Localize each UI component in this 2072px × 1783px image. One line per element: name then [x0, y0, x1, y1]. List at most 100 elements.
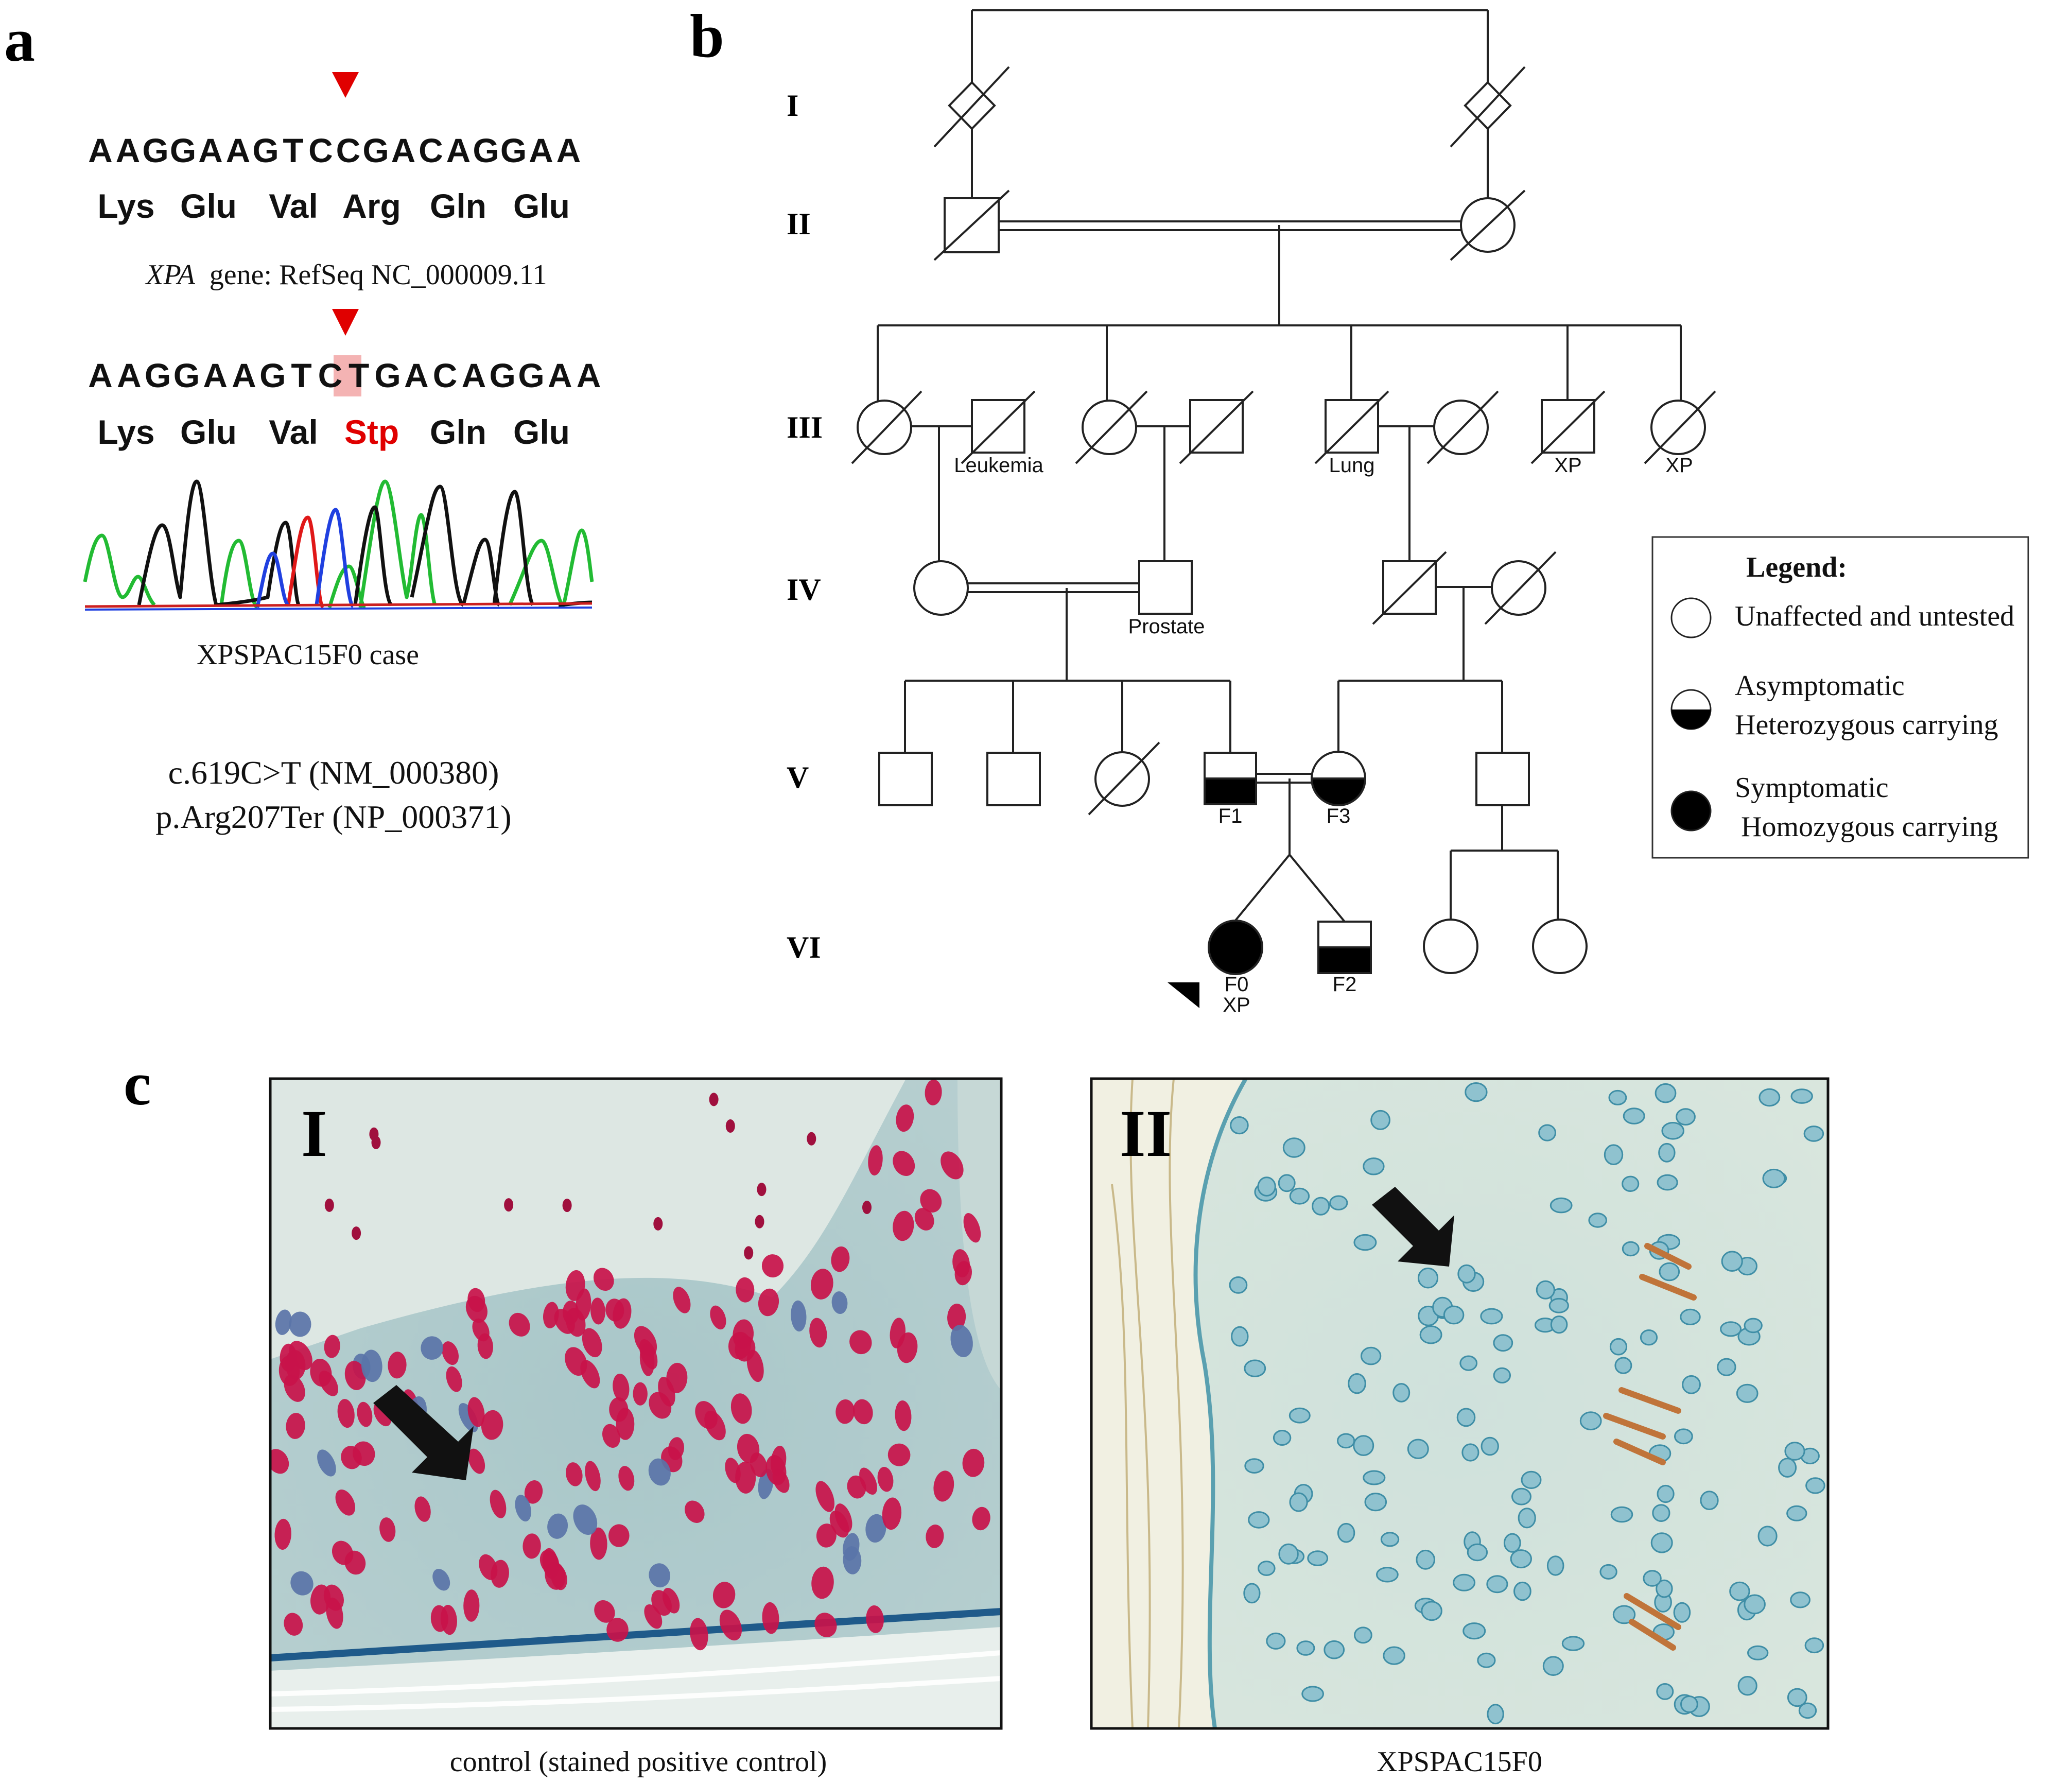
mating-line-III-3-4: [1136, 425, 1190, 561]
female-symbol: [1423, 919, 1478, 974]
caption-patient: XPSPAC15F0: [1377, 1746, 1542, 1778]
image-numeral-I: I: [301, 1097, 327, 1171]
nucleus: [1680, 1308, 1701, 1325]
deceased-slash: [933, 66, 1010, 148]
nucleus: [286, 1413, 305, 1439]
nucleus: [1244, 1359, 1266, 1377]
nucleus: [371, 1136, 381, 1149]
nucleus: [1376, 1567, 1399, 1583]
sequencing-chromatogram: [83, 479, 594, 611]
nucleus: [1538, 1124, 1557, 1141]
nucleus: [289, 1311, 311, 1337]
nucleus: [853, 1399, 873, 1425]
legend-heterozygous-fill: [1671, 709, 1711, 729]
trace-black: [137, 479, 593, 607]
nucleus: [524, 1480, 543, 1504]
consanguineous-mating-II: [999, 220, 1461, 231]
nucleus: [341, 1446, 362, 1469]
amino-acid-label: Lys: [97, 413, 154, 451]
gen-V-descent-twins: [1233, 778, 1346, 923]
base-letter: A: [404, 356, 429, 394]
nucleus: [1353, 1234, 1377, 1251]
deceased-slash: [1484, 551, 1557, 625]
nucleus: [941, 1151, 964, 1180]
nuclei-positive: [270, 1079, 990, 1651]
nucleus: [1289, 1187, 1310, 1205]
consanguineous-mating-V: [1256, 773, 1312, 784]
basal-edge: [1193, 1079, 1248, 1728]
nucleus: [1513, 1581, 1531, 1601]
base-letter: T: [283, 131, 303, 169]
nucleus: [1676, 1108, 1696, 1126]
nucleus: [1487, 1704, 1504, 1725]
nucleus: [352, 1226, 361, 1240]
nucleus: [762, 1602, 779, 1634]
nucleus: [1419, 1325, 1442, 1344]
individual-IV-2: [1138, 560, 1193, 615]
base-letter: A: [117, 356, 142, 394]
individual-III-2: [961, 390, 1036, 464]
nucleus: [807, 1132, 816, 1146]
nucleus: [310, 1584, 331, 1615]
nucleus: [582, 1328, 602, 1358]
nucleus: [1717, 1358, 1736, 1376]
nucleus: [859, 1467, 877, 1495]
nucleus: [1737, 1676, 1757, 1696]
nucleus: [547, 1513, 568, 1539]
base-letter: A: [88, 356, 113, 394]
nucleus: [1657, 1174, 1678, 1191]
label-F0-xp: XP: [1223, 994, 1250, 1016]
nucleus: [1510, 1549, 1533, 1569]
nucleus: [947, 1303, 966, 1331]
nucleus: [1243, 1583, 1261, 1604]
generation-label-VI: VI: [787, 930, 821, 964]
trace-blue: [255, 508, 355, 609]
nucleus: [562, 1199, 572, 1213]
nucleus: [933, 1470, 954, 1502]
nucleus: [1486, 1575, 1508, 1594]
nucleus: [1289, 1407, 1311, 1424]
nucleus: [811, 1566, 834, 1599]
gene-reference: XPA gene: RefSeq NC_000009.11: [145, 259, 547, 291]
nucleus: [1273, 1430, 1292, 1446]
image-border: [269, 1077, 1003, 1730]
gen-II-sibship: [877, 225, 1682, 402]
legend-homozygous-symbol: [1670, 790, 1712, 832]
nucleus: [1462, 1622, 1486, 1640]
generation-label-V: V: [787, 760, 809, 794]
nucleus: [895, 1400, 912, 1431]
nucleus: [539, 1550, 560, 1574]
nucleus: [1747, 1645, 1769, 1660]
deceased-slash: [1179, 390, 1254, 464]
nucleus: [270, 1449, 289, 1474]
nucleus: [275, 1309, 292, 1335]
nucleus: [712, 1582, 736, 1608]
deceased-slash: [851, 390, 922, 464]
nucleus: [430, 1605, 448, 1632]
base-letter: G: [252, 131, 278, 169]
nucleus: [865, 1514, 886, 1543]
nucleus: [849, 1330, 872, 1355]
nucleus: [835, 1399, 855, 1424]
nucleus: [1477, 1652, 1496, 1668]
nucleus: [1456, 1408, 1476, 1427]
heterozygous-fill: [1317, 946, 1372, 974]
tissue-layers: [1091, 1079, 1825, 1728]
individual-VI-3: [1423, 919, 1478, 974]
base-letter: G: [473, 131, 499, 169]
nucleus: [278, 1355, 300, 1386]
nucleus: [1518, 1508, 1536, 1529]
nucleus: [1329, 1195, 1348, 1210]
nucleus: [1480, 1308, 1503, 1325]
nucleus: [515, 1495, 531, 1521]
deceased-slash: [933, 189, 1010, 261]
gen-IV-sibship-left: [904, 588, 1231, 753]
nucleus: [1786, 1505, 1807, 1521]
female-symbol: [913, 560, 969, 616]
nucleus: [565, 1462, 583, 1486]
mating-line-III-1-2: [911, 425, 972, 587]
nucleus: [1230, 1116, 1249, 1135]
